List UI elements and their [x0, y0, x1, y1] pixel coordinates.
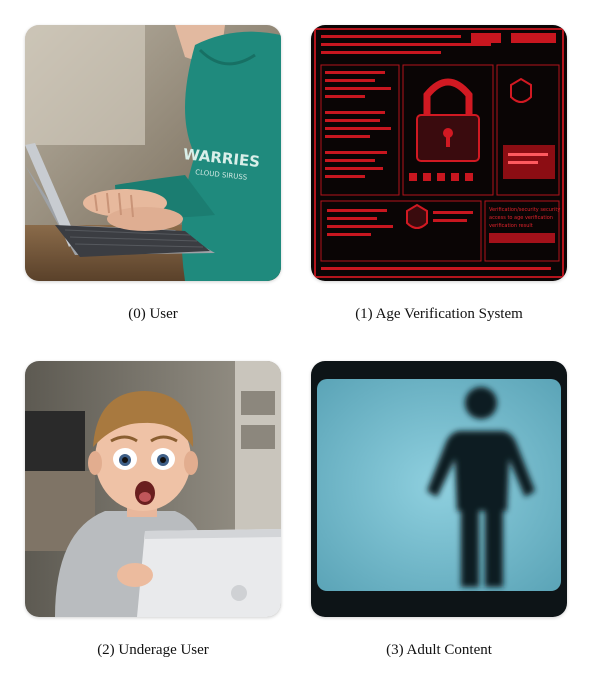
caption-user: (0) User	[128, 306, 178, 322]
screen-line-2: access to age verification	[489, 215, 553, 221]
caption-age-verification-system: (1) Age Verification System	[355, 306, 523, 322]
screen-line-3: verification result	[489, 223, 533, 229]
screen-line-1: Verification/security security	[489, 207, 560, 213]
caption-adult-content: (3) Adult Content	[386, 642, 492, 658]
image-underage-user	[25, 361, 281, 617]
caption-underage-user: (2) Underage User	[97, 642, 209, 658]
image-user: WARRIES CLOUD SIRUSS	[25, 25, 281, 281]
image-age-verification-system: Verification/security security access to…	[311, 25, 567, 281]
image-adult-content	[311, 361, 567, 617]
